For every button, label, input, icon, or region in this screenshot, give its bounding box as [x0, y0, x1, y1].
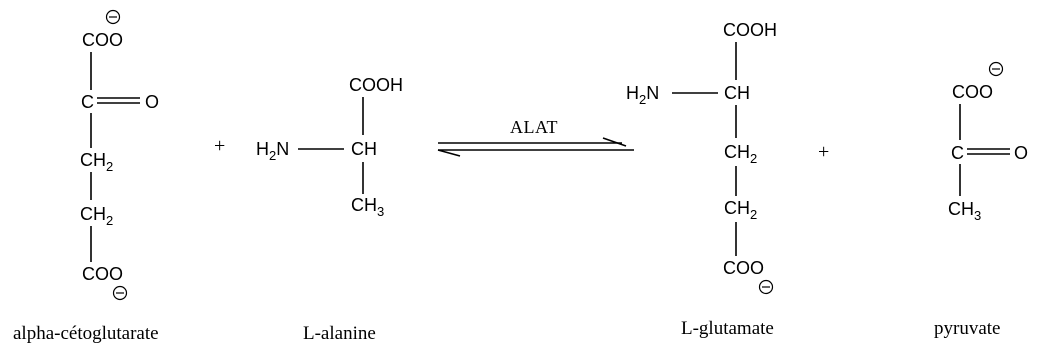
glu-alpha-carbon: CH — [724, 83, 750, 103]
enzyme-label: ALAT — [510, 117, 558, 137]
pyr-methyl-group: CH3 — [948, 199, 981, 223]
ala-amine-group: H2N — [256, 139, 289, 163]
glu-amine-group: H2N — [626, 83, 659, 107]
pyr-carbonyl-carbon: C — [951, 143, 964, 163]
l-glutamate-structure: COOH H2N CH CH2 CH2 COO L-glutamate — [626, 20, 777, 339]
ala-name-label: L-alanine — [303, 323, 376, 344]
ala-methyl-group: CH3 — [351, 195, 384, 219]
ala-alpha-carbon: CH — [351, 139, 377, 159]
akg-ch2-b: CH2 — [80, 204, 113, 228]
akg-carbonyl-oxygen: O — [145, 92, 159, 112]
charge-icon — [988, 61, 1004, 77]
pyruvate-structure: COO C O CH3 pyruvate — [934, 61, 1028, 339]
pyr-carbonyl-oxygen: O — [1014, 143, 1028, 163]
akg-bottom-carboxylate: COO — [82, 264, 123, 284]
glu-ch2-a: CH2 — [724, 142, 757, 166]
akg-ch2-a: CH2 — [80, 150, 113, 174]
akg-name-label: alpha-cétoglutarate — [13, 323, 159, 344]
equilibrium-arrow: ALAT — [437, 117, 634, 157]
akg-top-carboxylate: COO — [82, 30, 123, 50]
charge-icon — [112, 285, 128, 301]
charge-icon — [758, 279, 774, 295]
ala-carboxyl-group: COOH — [349, 75, 403, 95]
alpha-cetoglutarate-structure: COO C O CH2 CH2 COO alpha-cétoglutarate — [13, 9, 159, 344]
glu-carboxyl-group: COOH — [723, 20, 777, 40]
akg-carbonyl-carbon: C — [81, 92, 94, 112]
pyr-name-label: pyruvate — [934, 318, 1000, 339]
glu-ch2-b: CH2 — [724, 198, 757, 222]
pyr-top-carboxylate: COO — [952, 82, 993, 102]
glu-name-label: L-glutamate — [681, 318, 774, 339]
plus-sign-right: + — [818, 141, 829, 163]
charge-icon — [105, 9, 121, 25]
glu-bottom-carboxylate: COO — [723, 258, 764, 278]
l-alanine-structure: COOH H2N CH CH3 L-alanine — [256, 75, 403, 344]
plus-sign-left: + — [214, 135, 225, 157]
